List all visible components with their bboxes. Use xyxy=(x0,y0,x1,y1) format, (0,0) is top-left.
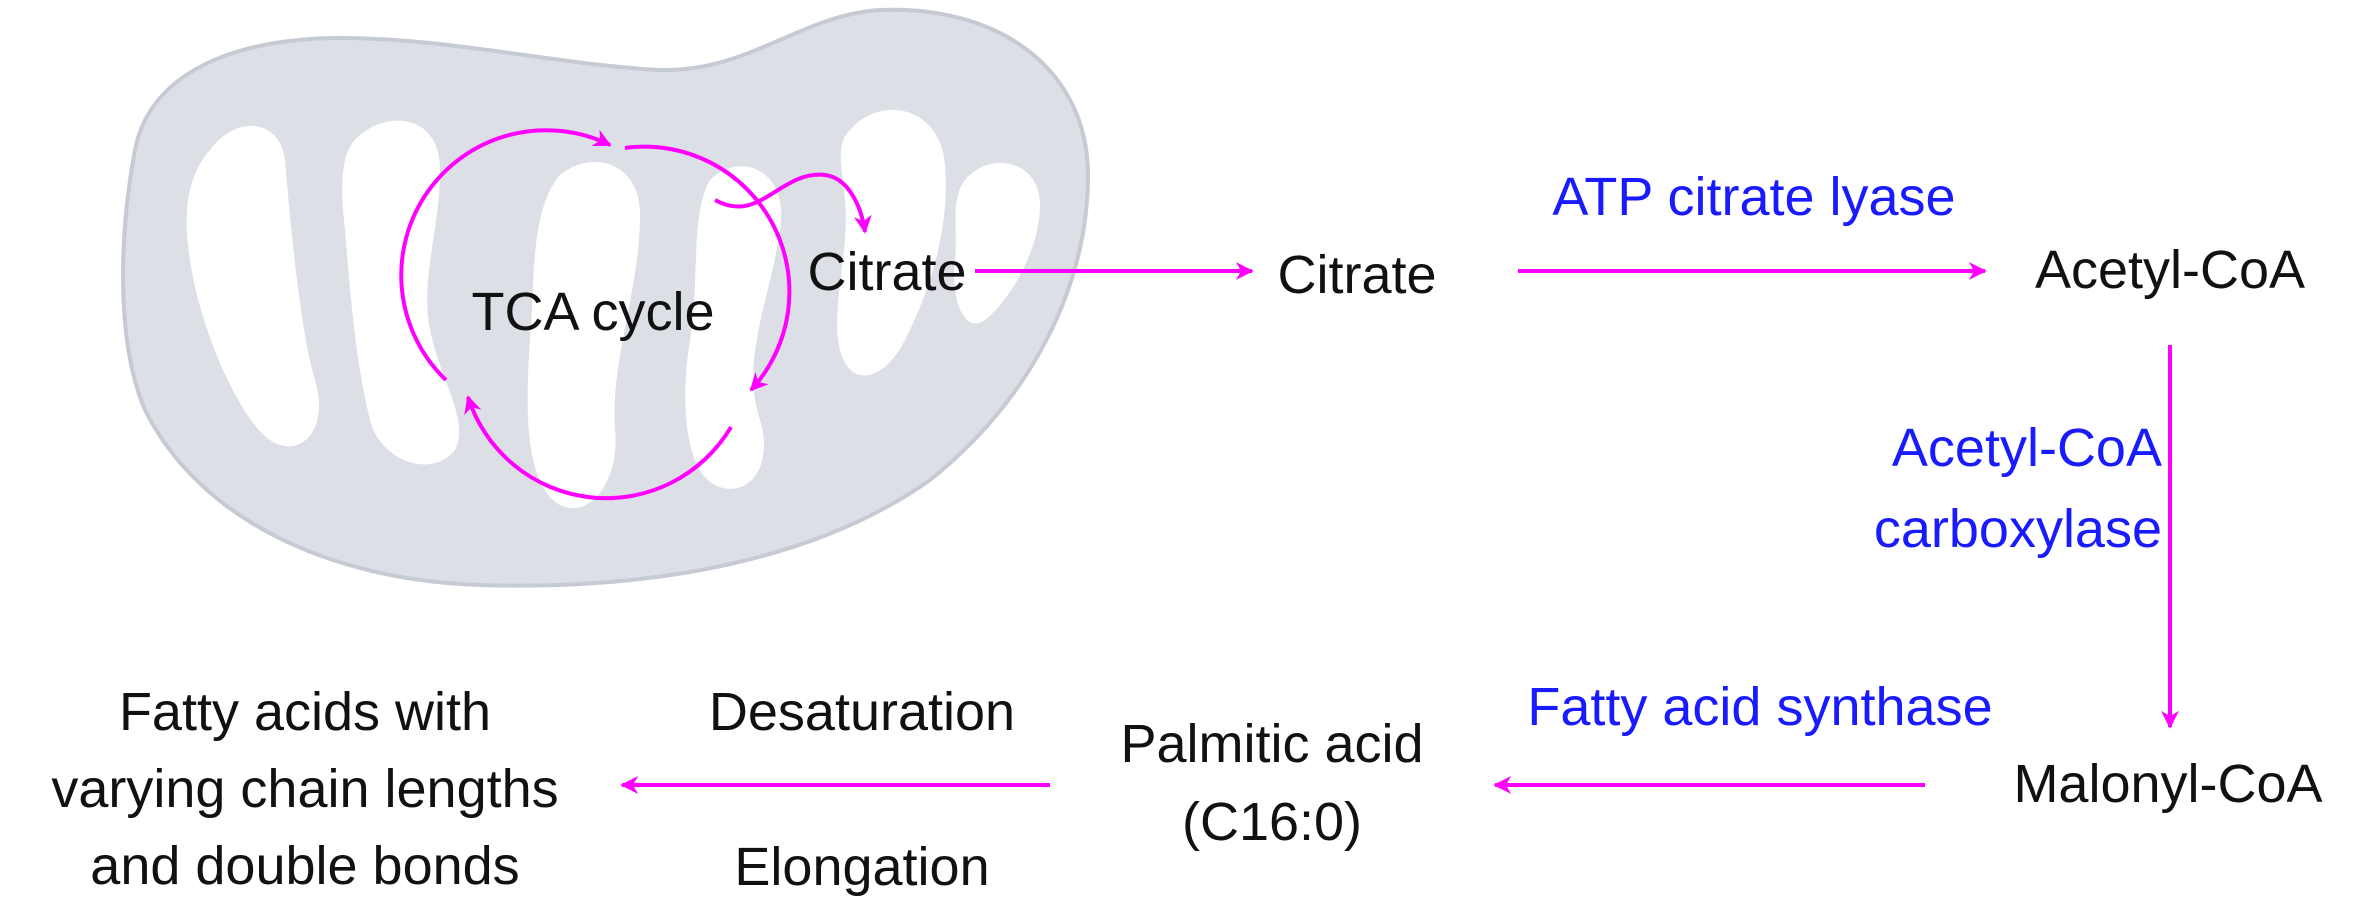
elongation-label: Elongation xyxy=(734,837,989,897)
fatty-acid-synthase-label: Fatty acid synthase xyxy=(1527,677,1992,737)
tca-arc-bottom xyxy=(464,395,733,501)
desaturation-label: Desaturation xyxy=(709,682,1015,742)
mitochondrion xyxy=(121,7,1091,588)
cristae xyxy=(186,109,1040,509)
acetyl-coa-label: Acetyl-CoA xyxy=(2035,240,2305,300)
fatty-acids-label-line1: Fatty acids with xyxy=(119,682,491,742)
fatty-acids-label-line2: varying chain lengths xyxy=(51,759,558,819)
tca-to-citrate-arrow xyxy=(714,172,872,234)
fatty-acids-label-line3: and double bonds xyxy=(90,836,519,896)
malonyl-coa-label: Malonyl-CoA xyxy=(2013,754,2322,814)
cytosolic-citrate-label: Citrate xyxy=(1277,245,1436,305)
palmitic-acid-label: Palmitic acid xyxy=(1120,714,1423,774)
acetyl-coa-carboxylase-label-line2: carboxylase xyxy=(1874,499,2162,559)
tca-arc-left xyxy=(399,128,612,382)
atp-citrate-lyase-label: ATP citrate lyase xyxy=(1552,167,1955,227)
tca-cycle-label: TCA cycle xyxy=(471,282,714,342)
mitochondrial-citrate-label: Citrate xyxy=(807,242,966,302)
acetyl-coa-carboxylase-label-line1: Acetyl-CoA xyxy=(1892,418,2162,478)
tca-arc-top-right xyxy=(624,144,792,392)
pathway-arrows xyxy=(620,262,2179,794)
tca-cycle-arrows xyxy=(399,128,872,501)
palmitic-acid-formula: (C16:0) xyxy=(1182,792,1362,852)
